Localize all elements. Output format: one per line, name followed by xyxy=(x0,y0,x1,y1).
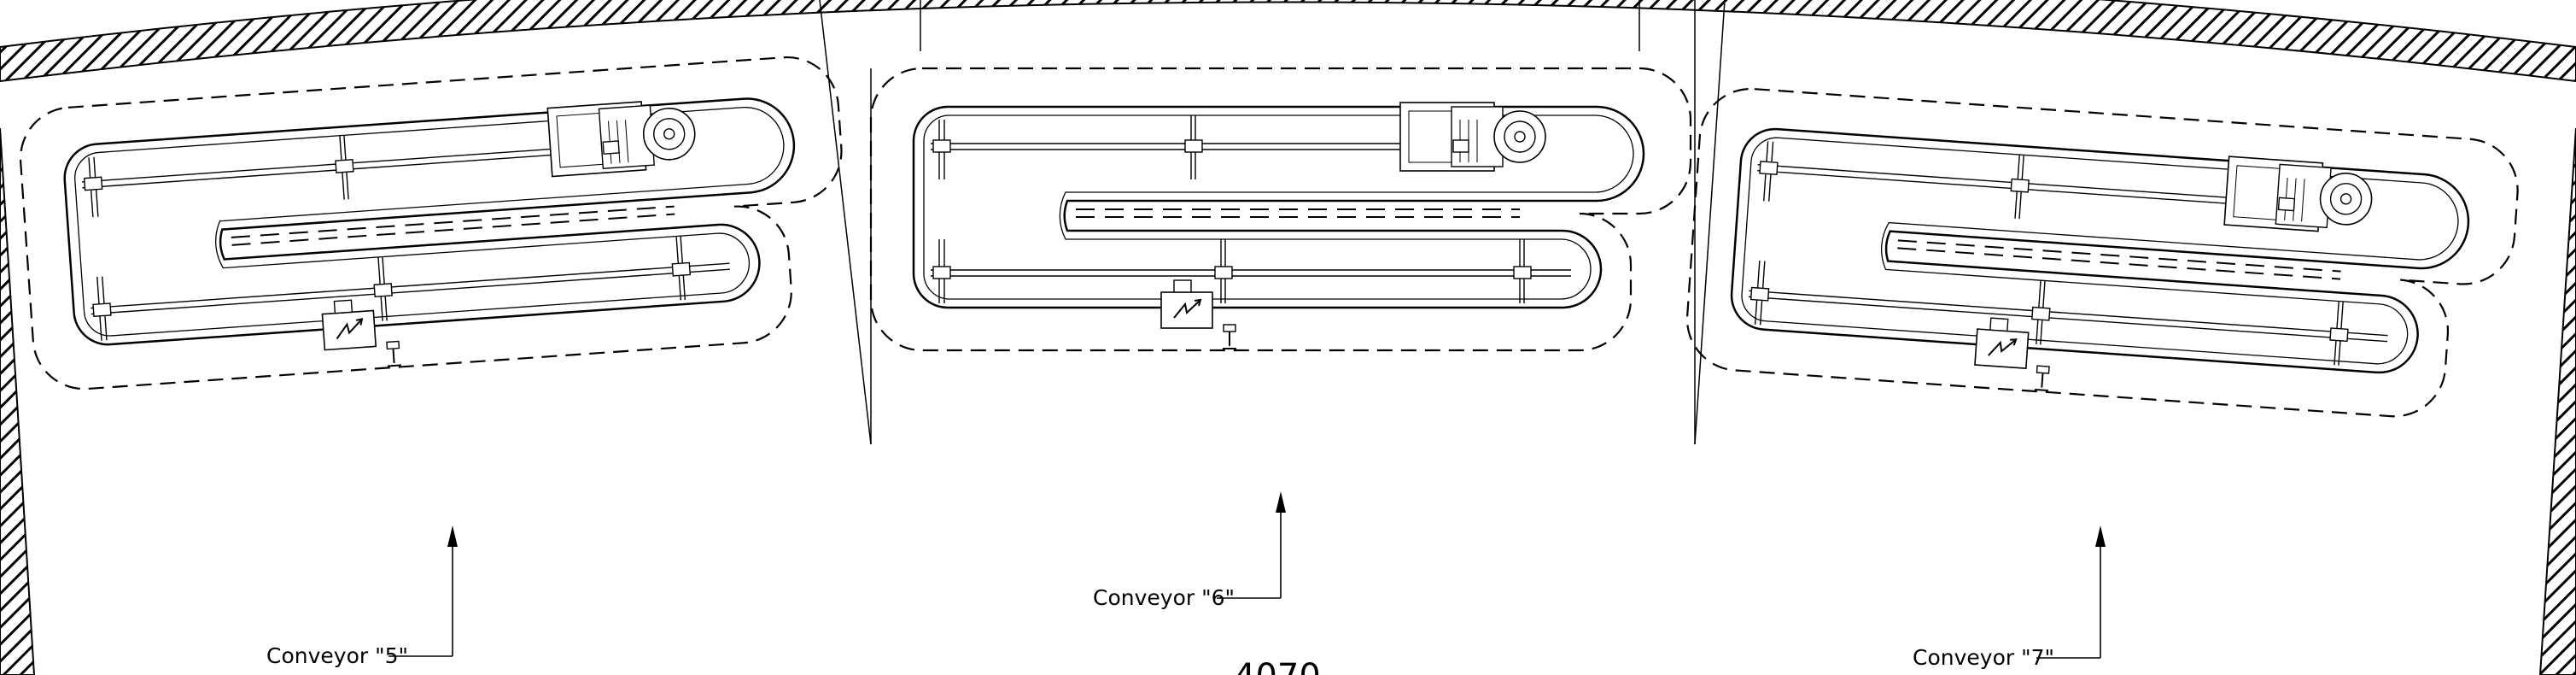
conveyor-5-label: Conveyor "5" xyxy=(266,643,408,668)
wall-left xyxy=(0,127,36,675)
conveyor-6 xyxy=(869,67,1692,352)
dimension-label: 4070 xyxy=(1234,657,1321,675)
conveyor-6-label: Conveyor "6" xyxy=(1093,585,1235,610)
leader-conveyor-5 xyxy=(388,525,458,657)
wall-top xyxy=(0,0,2576,83)
leader-conveyor-6 xyxy=(1217,491,1286,599)
conveyor-5 xyxy=(15,52,856,394)
wall-right xyxy=(2538,127,2576,675)
leader-conveyor-7 xyxy=(2036,525,2106,659)
conveyor-7 xyxy=(1682,84,2522,426)
conveyor-7-label: Conveyor "7" xyxy=(1913,645,2054,670)
